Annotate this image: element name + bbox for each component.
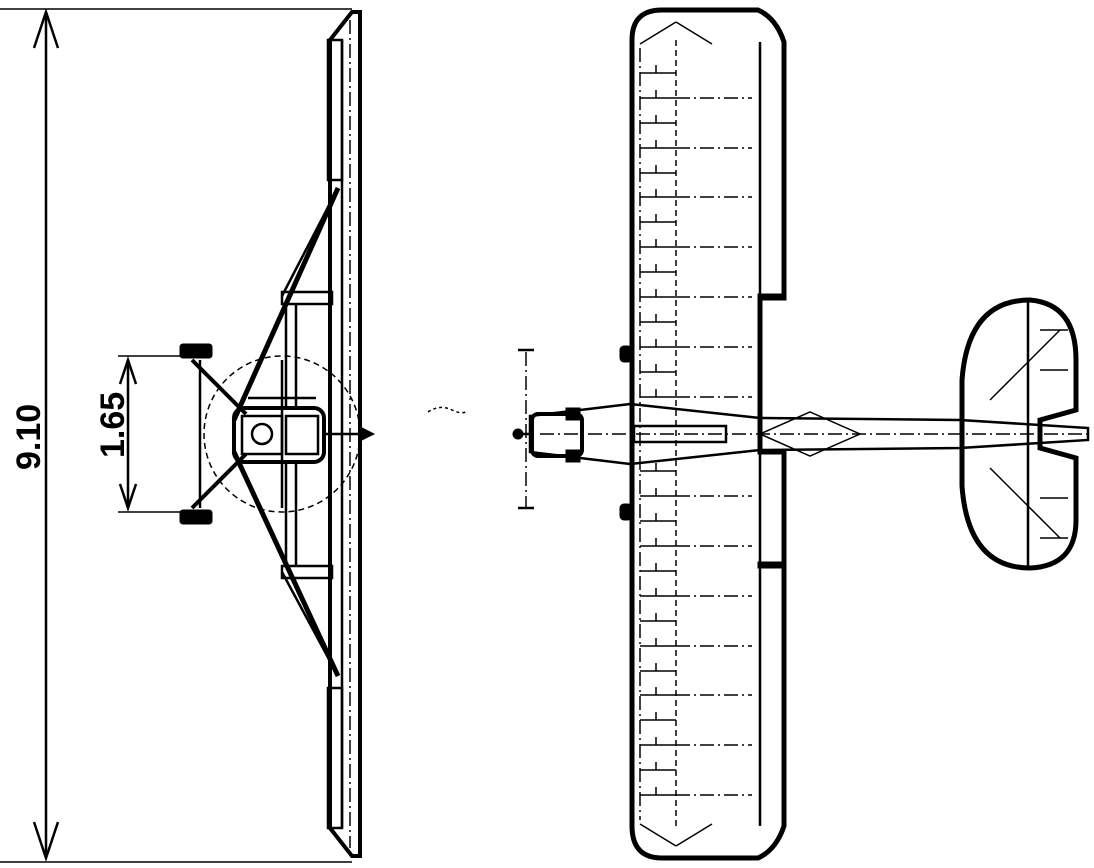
flap-break-top [757,293,787,301]
span-dimension: 9.10 [0,8,352,863]
engine-cylinder-bottom [565,449,581,463]
front-landing-gear [179,343,248,525]
tip-brace-bottom-a [639,823,677,847]
cockpit-window-left [240,414,284,456]
wheel-bottom [179,509,213,525]
span-arrow-bottom [32,821,60,862]
wheel-right [619,503,633,521]
tailplane-bottom-tip [280,564,334,580]
strut-upper-jury [280,187,340,297]
spinner [361,427,376,441]
track-dimension-label: 1.65 [94,392,132,458]
strut-lower-jury [280,571,340,677]
wheel-top [179,343,213,359]
pilot-head [250,422,274,446]
tailplane-top-tip [280,290,334,306]
tail-brace-1 [989,329,1061,401]
horizontal-tail [959,297,1079,571]
top-fuselage [512,402,1090,466]
span-arrow-top [32,8,60,49]
tailplane-outline [959,297,1079,571]
cockpit-window-right [284,414,320,456]
top-view [427,7,1090,861]
wing-ribs [640,65,752,796]
span-dimension-label: 9.10 [10,404,48,470]
tail-brace-2 [989,467,1061,539]
front-aileron-top [326,38,344,182]
track-arrow-bottom [118,483,138,512]
tip-brace-top-b [675,21,713,45]
wheel-left [619,345,633,363]
fuselage-outline [528,402,1090,466]
front-view: 9.10 1.65 [0,8,376,863]
track-arrow-top [118,356,138,385]
front-fuselage [232,396,376,464]
track-dimension: 1.65 [94,355,208,513]
spinner-top [512,428,524,440]
tip-brace-bottom-b [675,823,713,847]
flap-break-bottom [757,561,787,569]
top-propeller [518,348,534,510]
top-wheels [619,345,633,521]
front-aileron-bottom [326,686,344,830]
contour-mark [427,406,467,414]
engine-cylinder-top [565,407,581,421]
tip-brace-top-a [639,21,677,45]
